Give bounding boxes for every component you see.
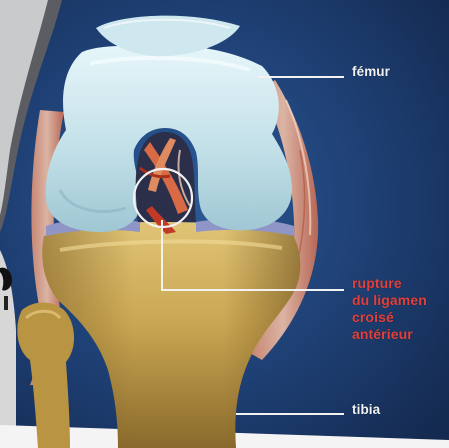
acl-rupture-label-line-3: croisé <box>352 309 449 326</box>
acl-rupture-label-line-4: antérieur <box>352 326 449 343</box>
tibia-label: tibia <box>352 401 380 418</box>
femur-label: fémur <box>352 63 390 80</box>
acl-rupture-label: rupture du ligamen croisé antérieur <box>352 275 449 343</box>
acl-rupture-label-line-2: du ligamen <box>352 292 449 309</box>
acl-rupture-label-line-1: rupture <box>352 275 449 292</box>
